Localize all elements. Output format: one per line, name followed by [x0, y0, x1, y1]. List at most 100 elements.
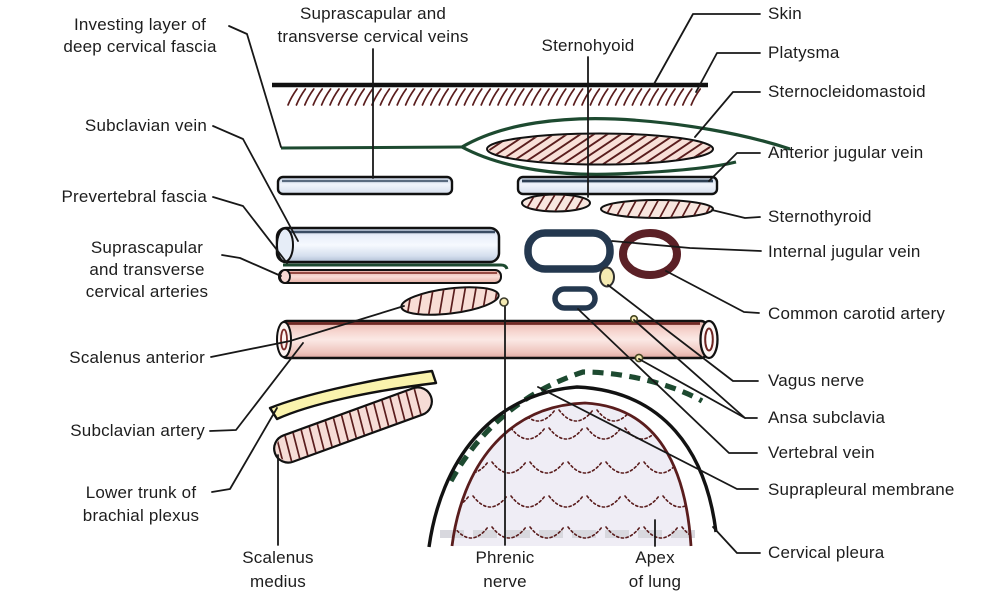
- hatch-stroke: [388, 394, 399, 427]
- pointer-skin: [653, 13, 761, 85]
- hatch-stroke: [673, 88, 685, 106]
- label-phrenic-nerve-2: nerve: [483, 572, 527, 591]
- brachial-plexus-band: [268, 369, 438, 421]
- suprascapular-veins-tube: [276, 175, 454, 196]
- hatch-stroke: [657, 134, 711, 164]
- pointer-vagus-nerve: [607, 284, 759, 382]
- scalenus-medius-muscle: [273, 386, 433, 465]
- hatch-stroke: [446, 88, 458, 106]
- hatch-stroke: [396, 88, 408, 106]
- hatch-stroke: [643, 526, 679, 539]
- hatch-stroke: [364, 403, 374, 436]
- label-lower-trunk-2: brachial plexus: [83, 506, 199, 525]
- hatch-stroke: [555, 88, 567, 106]
- sternothyroid-muscle: [600, 199, 714, 219]
- subclavian-artery-tube: [276, 319, 719, 360]
- label-sternohyoid: Sternohyoid: [542, 36, 635, 55]
- label-subclavian-vein: Subclavian vein: [85, 116, 207, 135]
- pointer-common-carotid-artery: [665, 270, 760, 314]
- hatch-stroke: [656, 88, 668, 106]
- hatch-stroke: [576, 134, 651, 164]
- phrenic-nerve-dot: [499, 297, 509, 307]
- vertebral-vein-ring: [552, 286, 598, 311]
- hatch-stroke: [404, 88, 416, 106]
- hatch-stroke: [489, 134, 543, 164]
- hatch-stroke: [530, 88, 542, 106]
- hatch-stroke: [345, 88, 357, 106]
- hatch-stroke: [543, 195, 557, 211]
- hatch-stroke: [452, 495, 470, 508]
- sternocleidomastoid-muscle: [486, 132, 714, 166]
- platysma-hatching: [287, 88, 702, 106]
- scm-hatching: [489, 134, 711, 164]
- hatch-stroke: [463, 88, 475, 106]
- pointer-internal-jugular-vein: [611, 240, 762, 252]
- hatch-stroke: [348, 409, 358, 442]
- hatch-stroke: [563, 134, 637, 164]
- suprascapular-arteries-tube: [278, 269, 502, 284]
- hatch-stroke: [623, 88, 634, 106]
- internal-jugular-vein-ring: [524, 229, 614, 273]
- label-cervical-pleura: Cervical pleura: [768, 543, 885, 562]
- hatch-stroke: [356, 406, 366, 439]
- hatch-stroke: [681, 88, 693, 106]
- hatch-stroke: [646, 200, 661, 218]
- hatch-stroke: [617, 134, 691, 164]
- hatch-stroke: [631, 88, 643, 106]
- hatch-stroke: [489, 134, 529, 164]
- hatch-stroke: [412, 386, 423, 418]
- hatch-stroke: [690, 88, 702, 106]
- label-skin: Skin: [768, 4, 802, 23]
- pointer-cervical-pleura: [712, 526, 761, 554]
- label-scalenus-medius-1: Scalenus: [242, 548, 314, 567]
- hatch-stroke: [340, 412, 350, 445]
- hatch-stroke: [513, 88, 525, 106]
- hatch-stroke: [332, 415, 342, 448]
- hatch-stroke: [510, 427, 546, 440]
- hatch-stroke: [307, 424, 318, 457]
- hatch-stroke: [337, 88, 349, 106]
- hatch-stroke: [509, 134, 583, 164]
- hatch-stroke: [581, 88, 592, 106]
- hatch-stroke: [590, 134, 664, 164]
- pointer-vertebral-vein: [577, 308, 758, 454]
- hatch-stroke: [589, 88, 601, 106]
- hatch-stroke: [320, 88, 332, 106]
- hatch-stroke: [329, 88, 340, 106]
- hatch-stroke: [354, 88, 366, 106]
- hatch-stroke: [567, 526, 603, 539]
- pointer-investing-fascia: [228, 25, 282, 148]
- hatch-stroke: [681, 526, 691, 539]
- label-suprascapular-arteries-2: and transverse: [89, 260, 204, 279]
- labels: Investing layer of deep cervical fascia …: [61, 4, 954, 591]
- hatch-stroke: [429, 88, 441, 106]
- hatch-stroke: [324, 418, 334, 451]
- hatch-stroke: [480, 88, 492, 106]
- hatch-stroke: [362, 88, 374, 106]
- hatch-stroke: [453, 526, 489, 539]
- hatch-stroke: [671, 134, 711, 164]
- pointer-prevertebral-fascia: [212, 196, 288, 264]
- hatch-stroke: [657, 200, 672, 218]
- pointer-sternothyroid: [711, 209, 761, 219]
- hatch-stroke: [606, 88, 618, 106]
- pointer-scalenus-anterior: [210, 305, 405, 358]
- hatch-stroke: [597, 88, 609, 106]
- hatch-stroke: [471, 88, 483, 106]
- label-vertebral-vein: Vertebral vein: [768, 443, 875, 462]
- hatch-stroke: [459, 283, 467, 316]
- label-prevertebral-fascia: Prevertebral fascia: [61, 187, 207, 206]
- pointer-suprascapular-arteries: [221, 254, 282, 277]
- pointer-anterior-jugular-vein: [708, 152, 761, 182]
- hatch-stroke: [614, 88, 626, 106]
- hatch-stroke: [438, 285, 446, 319]
- hatch-stroke: [295, 88, 307, 106]
- label-sternothyroid: Sternothyroid: [768, 207, 872, 226]
- hatch-stroke: [624, 495, 660, 508]
- hatch-stroke: [312, 88, 324, 106]
- scalenus-anterior-muscle: [400, 283, 500, 319]
- label-suprascapular-arteries-1: Suprascapular: [91, 238, 203, 257]
- lung-outline: [450, 401, 693, 547]
- investing-fascia-ring-top: [461, 117, 791, 151]
